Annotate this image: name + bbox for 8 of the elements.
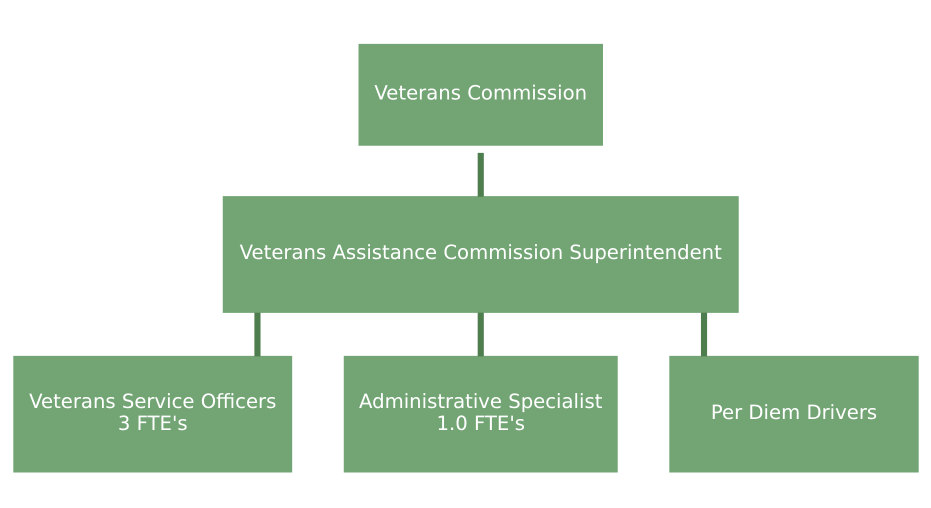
connector bbox=[254, 312, 260, 356]
node-box: Veterans Service Officers 3 FTE's bbox=[12, 355, 292, 472]
node-box: Per Diem Drivers bbox=[668, 355, 918, 472]
node-box: Veterans Assistance Commission Superintendent bbox=[222, 196, 738, 312]
connector bbox=[477, 312, 484, 356]
node-box: Administrative Specialist 1.0 FTE's bbox=[343, 355, 618, 472]
connector bbox=[700, 312, 707, 356]
connector bbox=[477, 152, 484, 196]
